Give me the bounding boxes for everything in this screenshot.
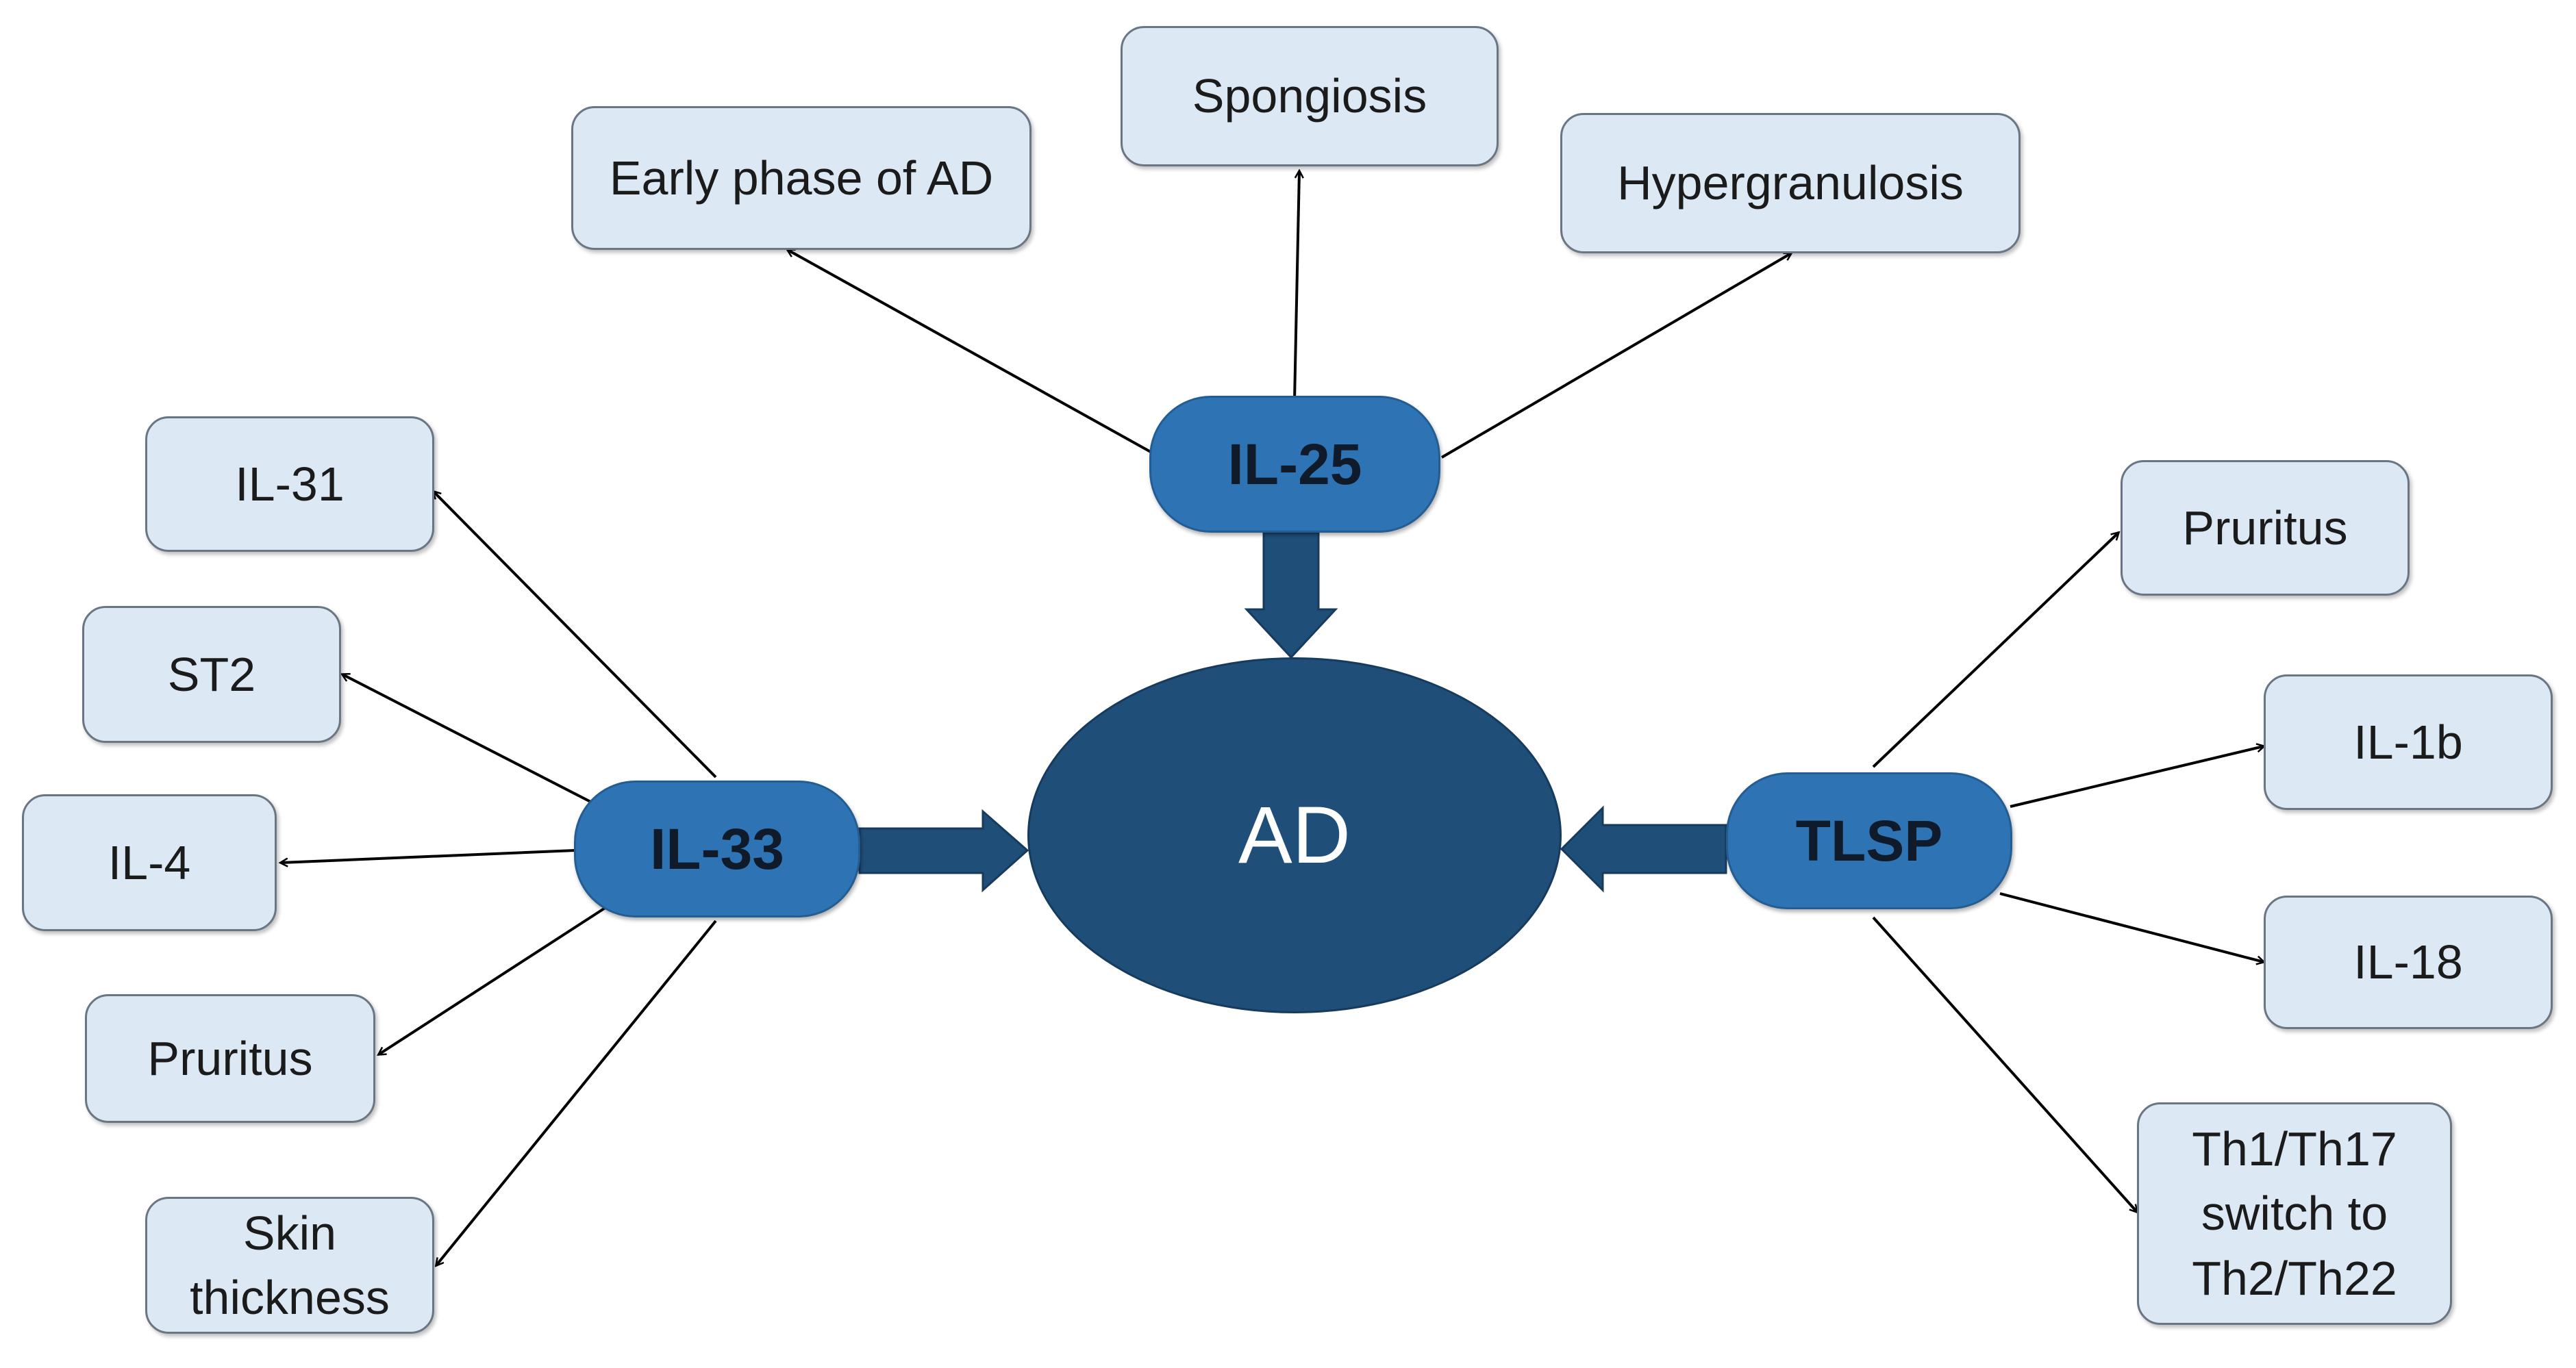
- effect-label: IL-4: [108, 835, 191, 889]
- effect-box-spongiosis: Spongiosis: [1121, 26, 1499, 166]
- link-il33-st2: [342, 674, 597, 806]
- link-il33-il4: [281, 849, 576, 863]
- link-tlsp-il18: [1999, 892, 2264, 962]
- effect-box-early-phase: Early phase of AD: [571, 106, 1031, 250]
- effect-label: Skin thickness: [190, 1206, 390, 1325]
- link-il25-hypergranulosis: [1440, 253, 1791, 459]
- effect-label: IL-1b: [2353, 715, 2463, 769]
- block-arrow-il33-to-ad: [858, 809, 1029, 893]
- link-tlsp-il1b: [2010, 746, 2264, 808]
- effect-label: Th1/Th17 switch to Th2/Th22: [2192, 1122, 2397, 1305]
- effect-box-th-switch: Th1/Th17 switch to Th2/Th22: [2137, 1102, 2452, 1325]
- ad-center-node: AD: [1027, 657, 1562, 1013]
- link-il33-skin-thickness: [436, 920, 717, 1265]
- il33-label: IL-33: [649, 816, 785, 881]
- effect-box-tlsp-pruritus: Pruritus: [2121, 460, 2410, 596]
- effect-box-st2: ST2: [82, 606, 341, 743]
- link-tlsp-pruritus: [1872, 533, 2118, 768]
- effect-label: Pruritus: [2182, 501, 2348, 555]
- tlsp-hub: TLSP: [1726, 772, 2012, 909]
- effect-label: Spongiosis: [1192, 69, 1427, 123]
- link-il25-early-phase: [788, 250, 1151, 453]
- ad-label: AD: [1238, 790, 1351, 881]
- link-tlsp-th-switch: [1872, 916, 2137, 1212]
- effect-label: IL-18: [2353, 935, 2463, 989]
- block-arrow-tlsp-to-ad: [1560, 805, 1727, 893]
- effect-box-il1b: IL-1b: [2264, 674, 2553, 810]
- il33-hub: IL-33: [574, 781, 860, 917]
- effect-box-pruritus: Pruritus: [85, 994, 375, 1123]
- link-il33-il31: [434, 492, 717, 778]
- link-il25-spongiosis: [1293, 171, 1299, 401]
- effect-label: Hypergranulosis: [1617, 156, 1964, 210]
- tlsp-label: TLSP: [1795, 808, 1943, 873]
- effect-box-hypergranulosis: Hypergranulosis: [1560, 113, 2021, 253]
- il25-hub: IL-25: [1149, 396, 1440, 533]
- effect-label: Pruritus: [147, 1031, 313, 1085]
- effect-label: ST2: [167, 647, 256, 701]
- effect-label: IL-31: [235, 457, 345, 511]
- effect-box-il18: IL-18: [2264, 896, 2553, 1029]
- effect-box-skin-thickness: Skin thickness: [145, 1197, 434, 1334]
- il25-label: IL-25: [1227, 431, 1362, 496]
- link-il33-pruritus: [379, 906, 608, 1054]
- effect-label: Early phase of AD: [609, 151, 994, 205]
- effect-box-il31: IL-31: [145, 416, 434, 552]
- effect-box-il4: IL-4: [22, 794, 277, 931]
- block-arrow-il25-to-ad: [1244, 531, 1338, 659]
